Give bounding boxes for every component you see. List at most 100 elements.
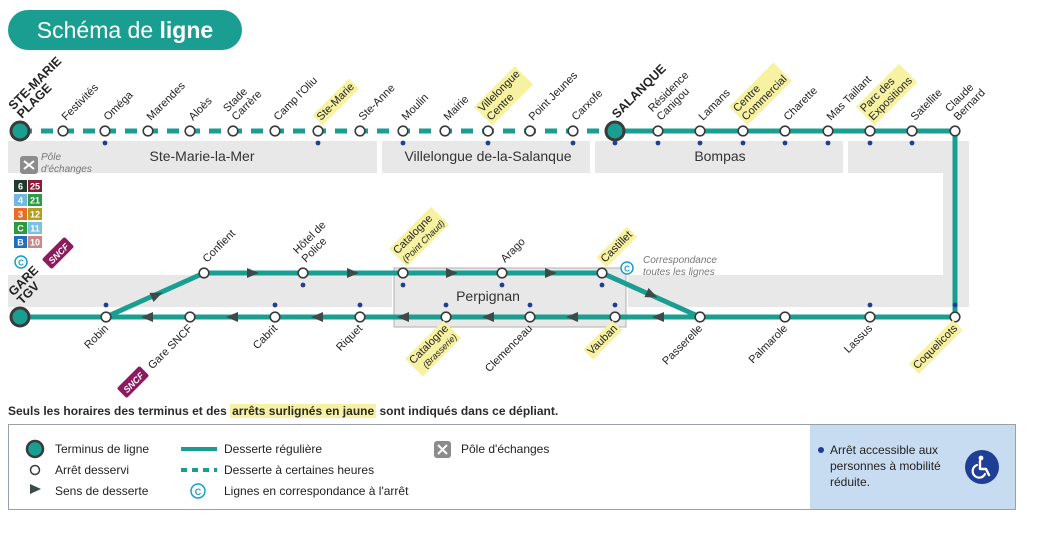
zone-label-ste-marie: Ste-Marie-la-Mer: [149, 148, 254, 164]
stop-icon: [652, 125, 664, 137]
line-badge: [28, 222, 42, 234]
line-badge: [14, 236, 27, 248]
stop-label: Coquelicots: [911, 322, 960, 371]
direction-arrows: [141, 268, 664, 322]
stop-top-moulin-9[interactable]: Moulin: [397, 92, 431, 146]
stop-label: Carxofe: [570, 87, 606, 123]
legend-accessible-text: Arrêt accessible aux personnes à mobilit…: [830, 443, 941, 489]
direction-arrow-icon: [652, 312, 664, 322]
hub-legend-icon: [434, 441, 451, 458]
stop-label: Satellite: [909, 87, 945, 123]
stop-label: Arago: [499, 236, 528, 265]
stop-top-claude-bernard-22[interactable]: ClaudeBernard: [943, 78, 988, 137]
line-badge-label: 11: [30, 224, 40, 234]
highlight-mark: [856, 63, 918, 126]
stop-bottom-riquet-4[interactable]: Riquet: [334, 302, 366, 354]
stop-icon: [354, 125, 366, 137]
stop-top-villelongue-centre-11[interactable]: VillelongueCentre: [474, 66, 534, 146]
legend-terminus: Terminus de ligne: [55, 442, 150, 456]
stop-aller-confient-0[interactable]: Confient: [198, 228, 238, 279]
zone-villelongue: [382, 141, 590, 173]
stop-bottom-passerelle-8[interactable]: Passerelle: [660, 311, 706, 367]
accessible-dot-icon: [300, 282, 306, 288]
highlight-mark: [312, 78, 359, 126]
accessible-dot-icon: [272, 302, 278, 308]
stop-label: Mairie: [442, 93, 472, 123]
stop-icon: [482, 125, 494, 137]
stop-top-festivites-1[interactable]: Festivités: [57, 81, 101, 137]
stop-top-omega-2[interactable]: Oméga: [99, 89, 137, 146]
direction-arrow-icon: [644, 287, 658, 298]
accessible-dot-icon: [357, 302, 363, 308]
stop-top-satellite-21[interactable]: Satellite: [906, 87, 945, 146]
connection-badge-row: C 11: [14, 222, 42, 234]
stop-icon: [57, 125, 69, 137]
line-badge: [28, 194, 42, 206]
correspondence-icon: C: [620, 261, 634, 275]
stop-icon: [949, 311, 961, 323]
direction-arrow-icon: [482, 312, 494, 322]
stop-top-lamans-16[interactable]: Lamans: [694, 87, 733, 146]
legend-some-hours: Desserte à certaines heures: [224, 463, 375, 477]
legend-stop: Arrêt desservi: [55, 463, 130, 477]
stop-top-carxofe-13[interactable]: Carxofe: [567, 87, 606, 146]
direction-arrow-icon: [311, 312, 323, 322]
stop-top-ste-anne-8[interactable]: Ste-Anne: [354, 82, 398, 137]
legend-accessible: Arrêt accessible aux personnes à mobilit…: [810, 425, 1015, 509]
line-badge-label: 25: [30, 182, 40, 192]
line-badge: [14, 180, 27, 192]
direction-arrow-icon: [545, 268, 557, 278]
stop-icon: [779, 311, 791, 323]
direction-arrow-icon: [397, 312, 409, 322]
line-badge: [28, 236, 42, 248]
stop-top-charette-18[interactable]: Charette: [779, 85, 820, 146]
highlight-mark: [474, 66, 534, 126]
schedule-note: Seuls les horaires des terminus et des a…: [8, 404, 559, 418]
stop-bottom-coquelicots-11[interactable]: Coquelicots: [908, 302, 963, 374]
stop-bottom-robin-1[interactable]: Robin: [82, 302, 112, 352]
stop-top-stade-carrere-5[interactable]: StadeCarrère: [221, 80, 264, 137]
highlight-mark: [908, 320, 963, 374]
stop-bottom-gare-sncf-2[interactable]: Gare SNCF: [146, 311, 196, 372]
stop-label: Ste-Anne: [357, 82, 398, 123]
legend-symbols: C: [25, 439, 451, 499]
line-badge-label: 3: [18, 210, 23, 220]
line-badge-label: C: [17, 224, 24, 234]
terminus-icon: [604, 120, 626, 142]
stop-top-camp-l-oliu-6[interactable]: Camp l'Oliu: [269, 75, 320, 137]
line-badge-label: B: [17, 238, 24, 248]
stop-bottom-cabrit-3[interactable]: Cabrit: [251, 302, 281, 352]
terminus-icon: [9, 306, 31, 328]
zone-label-perpignan: Perpignan: [456, 288, 520, 304]
stop-label: StadeCarrère: [221, 80, 264, 123]
stop-icon: [596, 267, 608, 279]
stop-top-ste-marie-7[interactable]: Ste-Marie: [312, 78, 359, 146]
terminus-icon: [9, 120, 31, 142]
stop-icon: [694, 125, 706, 137]
accessible-dot-icon: [697, 140, 703, 146]
accessible-dot-icon: [102, 140, 108, 146]
stop-top-marendes-3[interactable]: Marendes: [142, 80, 188, 137]
stop-icon: [906, 125, 918, 137]
wheelchair-icon: [965, 450, 999, 484]
stop-icon: [694, 311, 706, 323]
accessible-dot-icon: [818, 447, 824, 453]
stop-label: Hôtel dePolice: [291, 219, 337, 265]
stop-label: Oméga: [102, 89, 137, 124]
accessible-dot-icon: [952, 302, 958, 308]
line-badge: [28, 208, 42, 220]
connection-badge-row: 6 25: [14, 180, 42, 192]
line-badge-label: 12: [30, 210, 40, 220]
stop-bottom-palmarole-9[interactable]: Palmarole: [747, 311, 791, 366]
stop-bottom-lassus-10[interactable]: Lassus: [842, 302, 876, 356]
direction-arrow-icon: [141, 312, 153, 322]
accessible-dot-icon: [103, 302, 109, 308]
direction-arrow-icon: [566, 312, 578, 322]
stop-label: Aloès: [187, 95, 215, 123]
stop-icon: [354, 311, 366, 323]
line-badge-label: 6: [18, 182, 23, 192]
